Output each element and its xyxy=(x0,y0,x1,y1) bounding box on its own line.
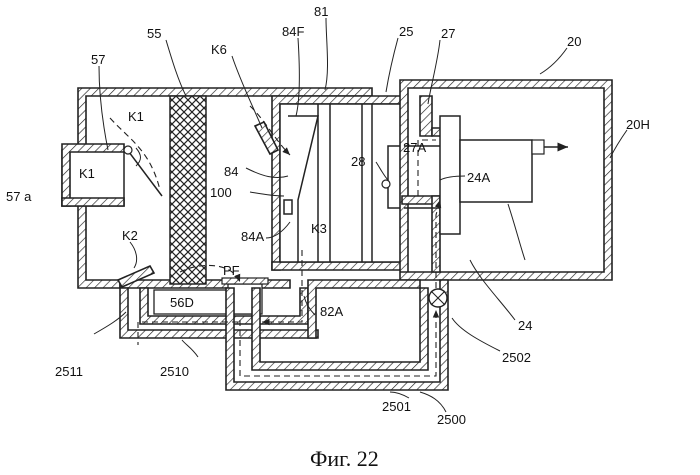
label-84A: 84A xyxy=(241,229,264,244)
label-2510: 2510 xyxy=(160,364,189,379)
label-K1-box: K1 xyxy=(79,166,95,181)
label-2502: 2502 xyxy=(502,350,531,365)
label-PF: PF xyxy=(223,263,240,278)
label-81: 81 xyxy=(314,4,328,19)
figure-caption: Фиг. 22 xyxy=(310,446,379,471)
middle-chamber xyxy=(255,96,404,270)
label-2501: 2501 xyxy=(382,399,411,414)
label-27A: 27A xyxy=(403,140,426,155)
label-25: 25 xyxy=(399,24,413,39)
label-55: 55 xyxy=(147,26,161,41)
label-57a: 57 a xyxy=(6,189,32,204)
label-27: 27 xyxy=(441,26,455,41)
label-20H: 20H xyxy=(626,117,650,132)
filter-55 xyxy=(170,96,206,284)
label-84F: 84F xyxy=(282,24,304,39)
label-K6: K6 xyxy=(211,42,227,57)
label-2511: 2511 xyxy=(55,364,83,379)
label-24A: 24A xyxy=(467,170,490,185)
label-2500: 2500 xyxy=(437,412,466,427)
label-20: 20 xyxy=(567,34,581,49)
flap-k1 xyxy=(126,148,162,196)
label-K1-top: K1 xyxy=(128,109,144,124)
label-84: 84 xyxy=(224,164,238,179)
label-24: 24 xyxy=(518,318,532,333)
label-56D: 56D xyxy=(170,295,194,310)
label-K2: K2 xyxy=(122,228,138,243)
label-82A: 82A xyxy=(320,304,343,319)
motor-housing xyxy=(400,80,612,280)
label-K3: K3 xyxy=(311,221,327,236)
label-100: 100 xyxy=(210,185,232,200)
label-57: 57 xyxy=(91,52,105,67)
label-28: 28 xyxy=(351,154,365,169)
